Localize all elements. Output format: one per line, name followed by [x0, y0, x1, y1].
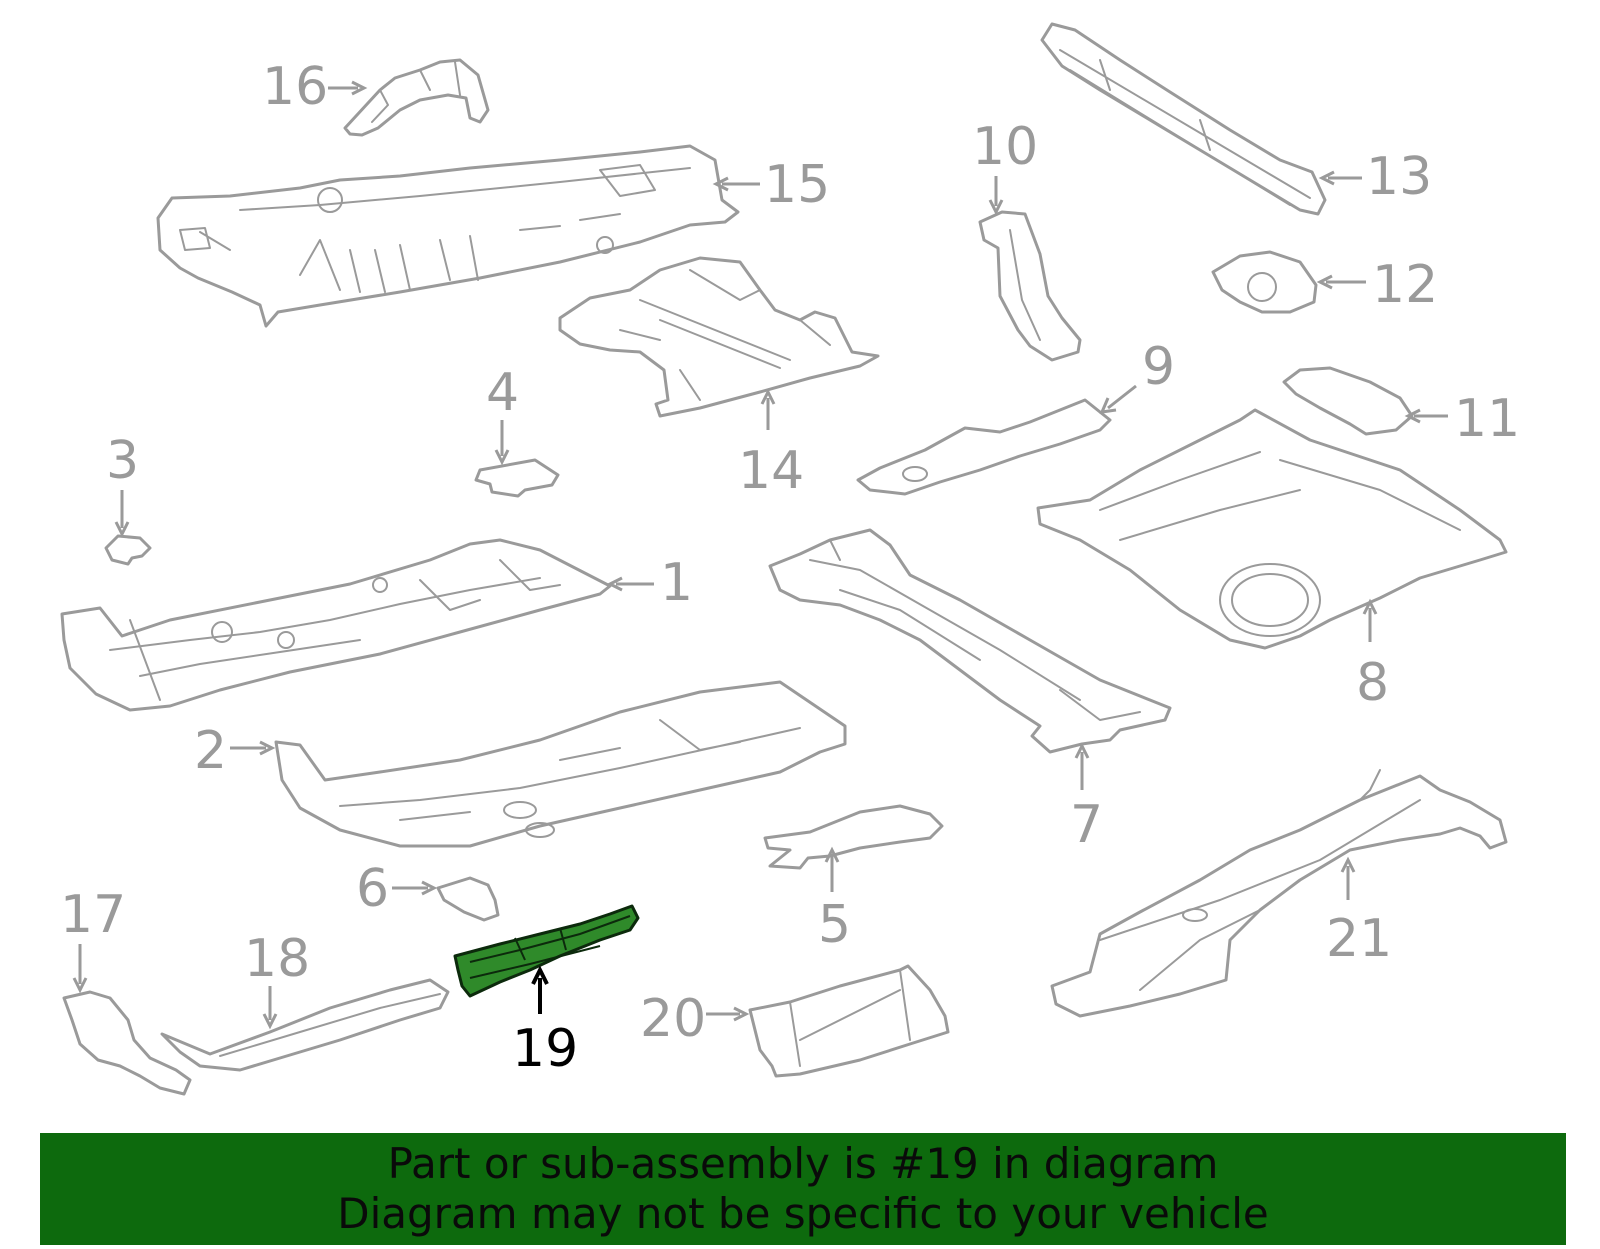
part-13[interactable] [1040, 22, 1327, 216]
part-8[interactable] [1036, 408, 1508, 650]
leader-lines [72, 80, 1448, 1030]
callout-9: 9 [1142, 337, 1175, 397]
callout-15: 15 [764, 155, 830, 215]
part-1[interactable] [60, 538, 612, 712]
part-7[interactable] [768, 528, 1172, 754]
banner-line-disclaimer: Diagram may not be specific to your vehi… [337, 1189, 1269, 1238]
part-16[interactable] [343, 58, 490, 137]
part-6[interactable] [436, 876, 500, 922]
callout-7: 7 [1070, 795, 1103, 855]
part-15[interactable] [156, 144, 740, 328]
callout-3: 3 [106, 431, 139, 491]
part-20[interactable] [748, 964, 950, 1078]
part-17[interactable] [62, 990, 192, 1096]
callout-21: 21 [1326, 909, 1392, 969]
callout-6: 6 [356, 859, 389, 919]
info-banner: Part or sub-assembly is #19 in diagram D… [40, 1133, 1566, 1245]
callout-4: 4 [486, 363, 519, 423]
callout-19: 19 [512, 1019, 578, 1079]
callout-11: 11 [1454, 389, 1520, 449]
part-12[interactable] [1211, 250, 1318, 314]
callout-labels: 16 15 14 4 3 1 2 6 5 7 8 9 10 11 12 13 1… [60, 57, 1520, 1079]
callout-1: 1 [660, 553, 693, 613]
callout-16: 16 [262, 57, 328, 117]
part-2[interactable] [274, 680, 847, 848]
part-19[interactable] [453, 904, 640, 998]
callout-12: 12 [1372, 255, 1438, 315]
callout-5: 5 [818, 895, 851, 955]
part-11[interactable] [1282, 366, 1414, 436]
part-21[interactable] [1050, 769, 1508, 1018]
callout-17: 17 [60, 885, 126, 945]
part-4[interactable] [474, 458, 560, 498]
callout-10: 10 [972, 117, 1038, 177]
part-5[interactable] [763, 804, 944, 870]
callout-20: 20 [640, 989, 706, 1049]
part-10[interactable] [978, 210, 1082, 362]
part-18[interactable] [160, 978, 450, 1072]
part-9[interactable] [856, 398, 1112, 496]
callout-18: 18 [244, 929, 310, 989]
callout-14: 14 [738, 441, 804, 501]
part-14[interactable] [558, 256, 880, 418]
callout-13: 13 [1366, 147, 1432, 207]
part-3[interactable] [104, 534, 152, 566]
banner-line-part: Part or sub-assembly is #19 in diagram [387, 1139, 1219, 1188]
callout-2: 2 [194, 721, 227, 781]
callout-8: 8 [1356, 653, 1389, 713]
